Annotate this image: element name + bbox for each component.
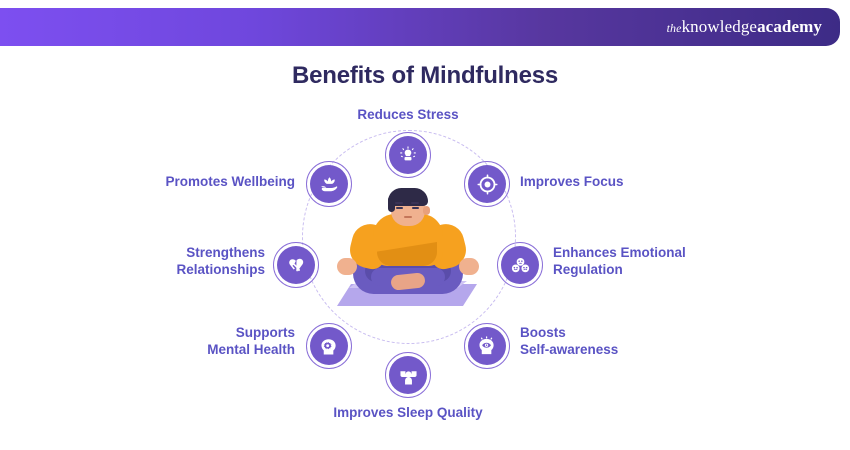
benefit-node-self-awareness[interactable] [464, 323, 510, 369]
hair-sideburn [388, 196, 395, 212]
left-eye-closed [396, 207, 403, 209]
benefit-label-sleep-quality: Improves Sleep Quality [333, 405, 483, 420]
right-hand-mudra [459, 258, 479, 275]
head-eye-awareness-icon [468, 327, 506, 365]
benefit-node-mental-health[interactable] [306, 323, 352, 369]
node-ring [306, 323, 352, 369]
meditating-person-illustration [325, 188, 491, 318]
benefit-label-self-awareness: Boosts Self-awareness [520, 325, 619, 358]
logo-the: the [666, 21, 682, 35]
benefit-node-relationships[interactable] [273, 242, 319, 288]
brand-logo: theknowledgeacademy [667, 17, 822, 37]
right-eye-closed [412, 207, 419, 209]
sleeping-person-icon [389, 356, 427, 394]
page-title: Benefits of Mindfulness [291, 62, 559, 89]
hair [388, 188, 428, 206]
left-eyebrow [395, 202, 403, 204]
node-ring [464, 161, 510, 207]
head-gear-icon [310, 327, 348, 365]
benefit-node-emotional-regulation[interactable] [497, 242, 543, 288]
benefit-node-reduces-stress[interactable] [385, 132, 431, 178]
benefit-node-wellbeing[interactable] [306, 161, 352, 207]
node-ring [273, 242, 319, 288]
emotion-faces-icon [501, 246, 539, 284]
benefit-node-improves-focus[interactable] [464, 161, 510, 207]
node-ring [464, 323, 510, 369]
left-hand-mudra [337, 258, 357, 275]
benefit-label-reduces-stress: Reduces Stress [357, 107, 459, 122]
logo-knowledge: knowledge [681, 17, 758, 36]
lotus-in-hand-icon [310, 165, 348, 203]
benefit-label-improves-focus: Improves Focus [520, 174, 624, 189]
ear [423, 206, 430, 215]
benefit-label-wellbeing: Promotes Wellbeing [165, 174, 295, 189]
header-bar: theknowledgeacademy [0, 8, 840, 46]
node-ring [306, 161, 352, 207]
dashed-connector-ring [302, 130, 516, 344]
benefits-diagram: Reduces Stress Improves Focus [0, 96, 850, 436]
mouth [404, 216, 412, 218]
benefit-label-relationships: Strengthens Relationships [176, 245, 265, 278]
benefit-label-emotional-regulation: Enhances Emotional Regulation [553, 245, 686, 278]
benefit-node-sleep-quality[interactable] [385, 352, 431, 398]
stress-head-icon [389, 136, 427, 174]
right-eyebrow [411, 202, 419, 204]
benefit-label-mental-health: Supports Mental Health [207, 325, 295, 358]
logo-academy: academy [757, 17, 822, 36]
node-ring [385, 132, 431, 178]
handshake-icon [277, 246, 315, 284]
node-ring [497, 242, 543, 288]
target-focus-icon [468, 165, 506, 203]
node-ring [385, 352, 431, 398]
